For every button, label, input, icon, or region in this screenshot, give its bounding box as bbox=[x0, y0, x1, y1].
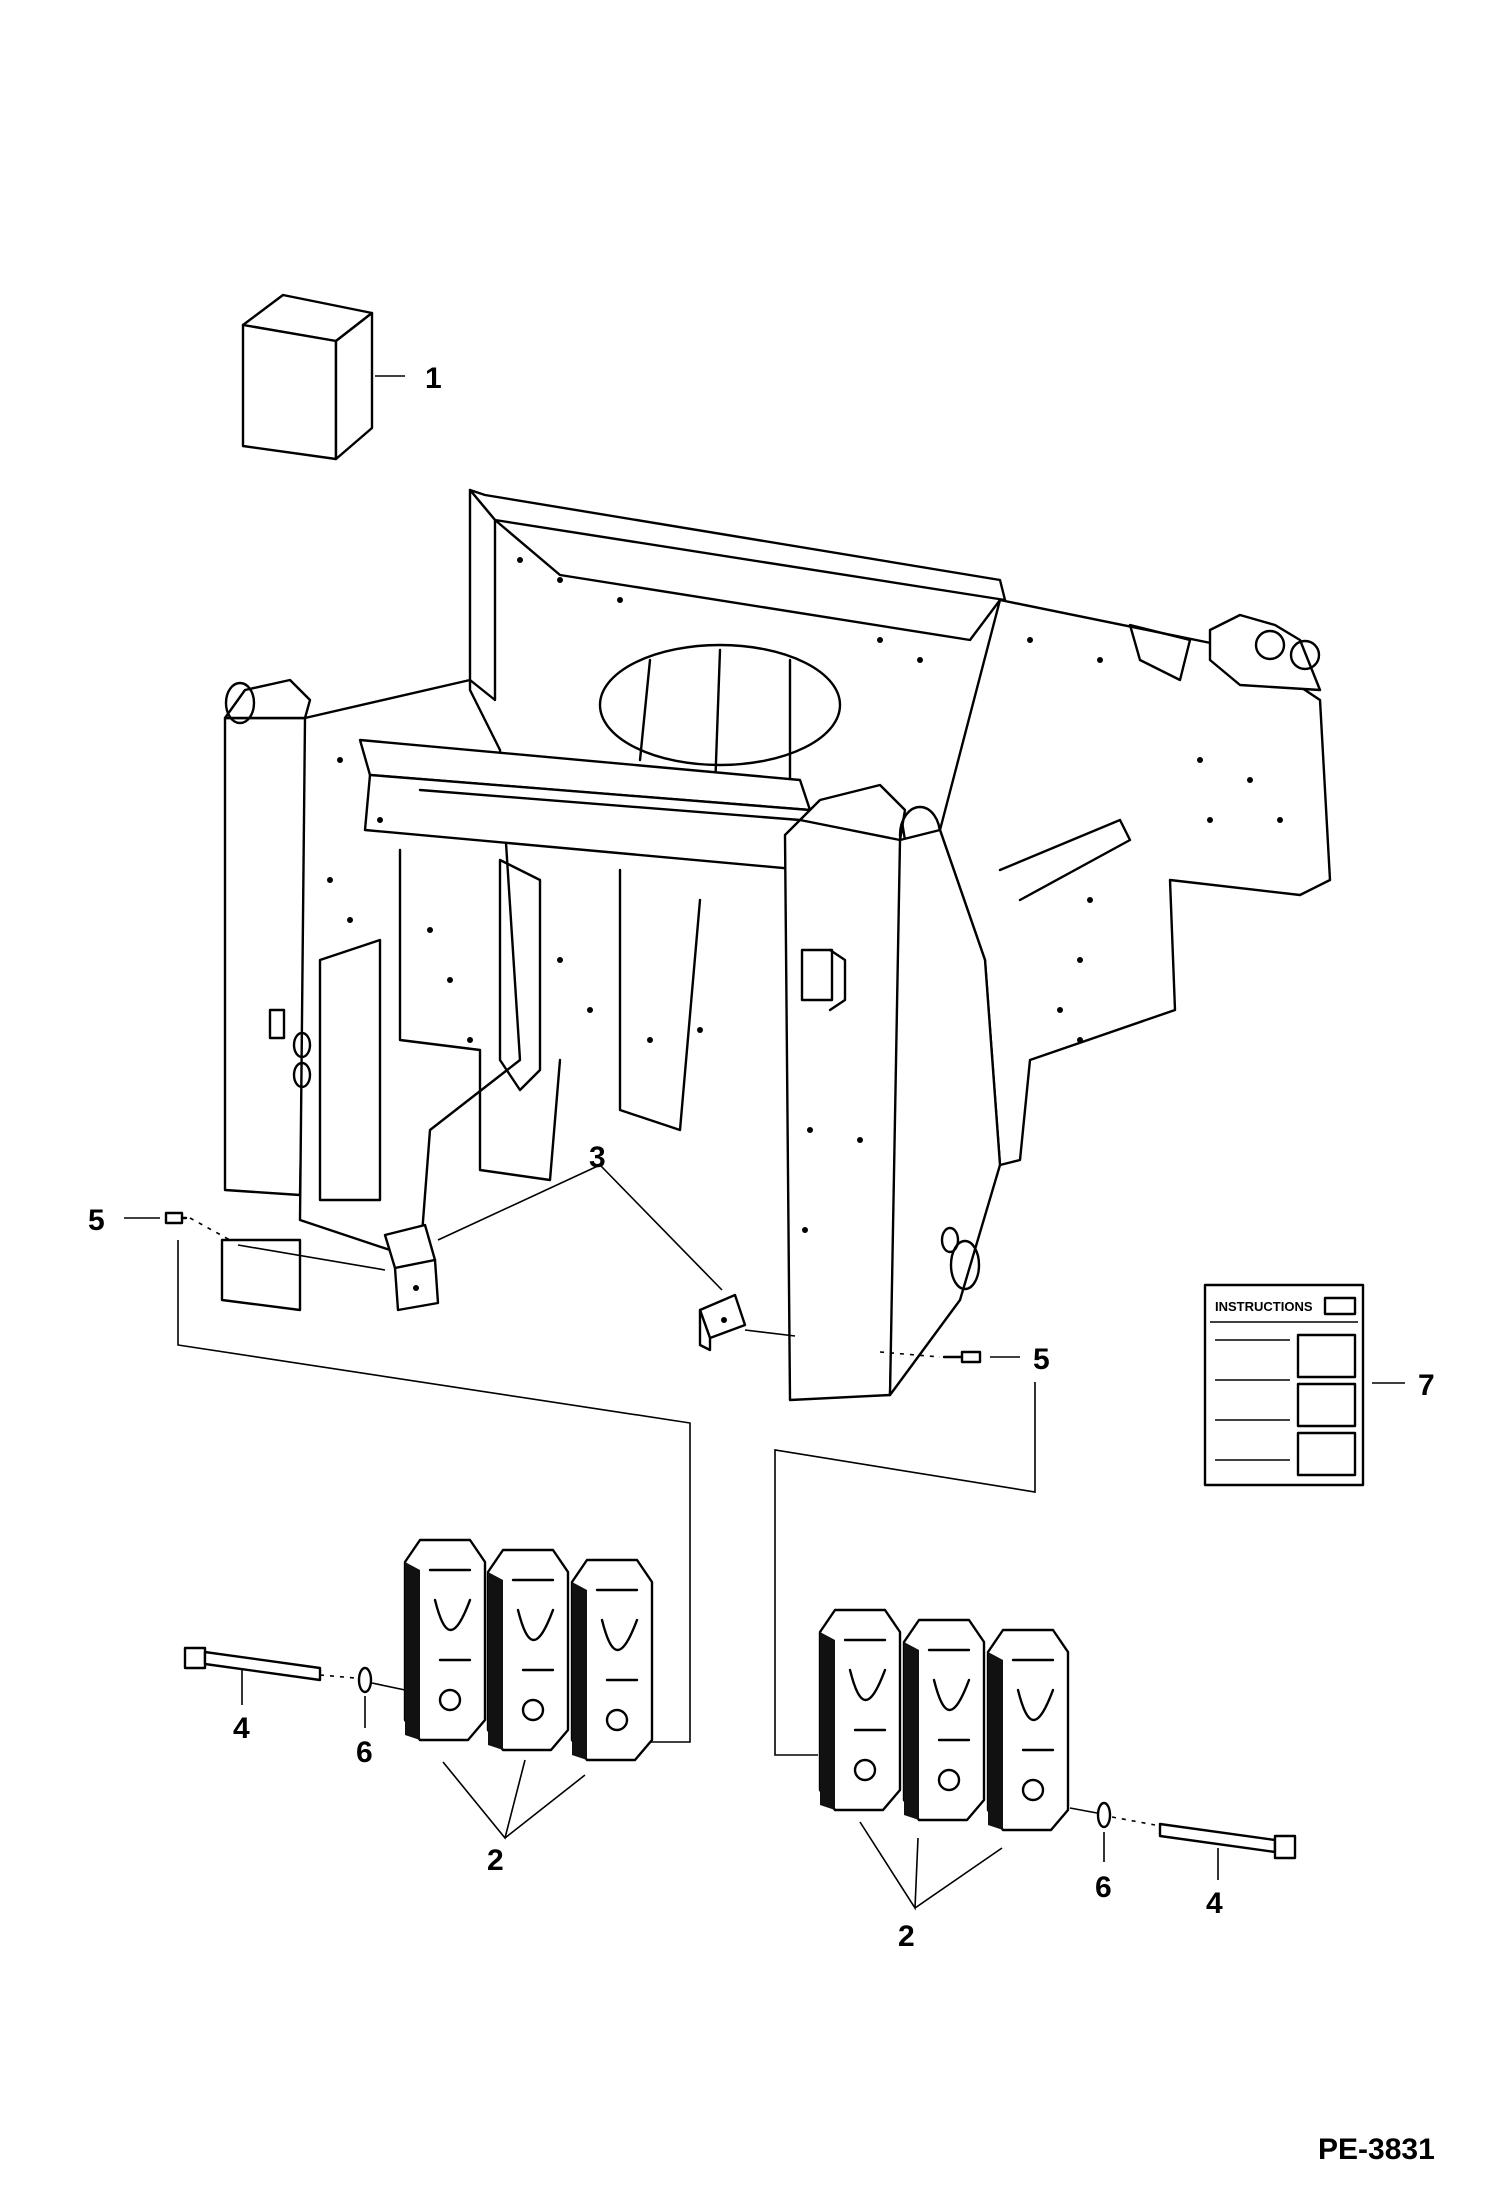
part-4-bolt-left bbox=[183, 1646, 322, 1682]
part-3-bracket-right bbox=[698, 1293, 747, 1352]
part-6-washer-left bbox=[357, 1666, 373, 1694]
part-4-bolt-right bbox=[1158, 1822, 1297, 1860]
part-7-instructions: INSTRUCTIONS bbox=[1203, 1283, 1365, 1487]
part-3-bracket-left bbox=[383, 1223, 440, 1312]
callout-1: 1 bbox=[425, 362, 442, 395]
callout-6-left: 6 bbox=[356, 1736, 373, 1769]
callout-3: 3 bbox=[589, 1141, 606, 1174]
machine-frame bbox=[220, 488, 1332, 1402]
callout-2-left: 2 bbox=[487, 1844, 504, 1877]
leader-line-3 bbox=[437, 1164, 723, 1291]
part-2-weights-right bbox=[818, 1608, 1070, 1832]
instructions-label: INSTRUCTIONS bbox=[1215, 1299, 1313, 1314]
axis-line-6-left bbox=[371, 1682, 406, 1691]
axis-line-right bbox=[744, 1329, 796, 1337]
weight-left-1 bbox=[403, 1538, 487, 1742]
assembly-guide-right bbox=[774, 1382, 1036, 1756]
leader-line-2-right bbox=[859, 1821, 1003, 1911]
frame-holes bbox=[327, 557, 1283, 1233]
weight-right-3 bbox=[986, 1628, 1070, 1832]
callout-5-left: 5 bbox=[88, 1204, 105, 1237]
callout-7: 7 bbox=[1418, 1369, 1435, 1402]
part-5-screw-left bbox=[164, 1211, 188, 1225]
assembly-line-5-right bbox=[879, 1351, 941, 1358]
part-6-washer-right bbox=[1096, 1801, 1112, 1829]
part-5-screw-right bbox=[942, 1350, 982, 1364]
leader-line-2-left bbox=[442, 1759, 586, 1840]
axis-line-6-right bbox=[1069, 1807, 1098, 1814]
figure-id: PE-3831 bbox=[1318, 2133, 1435, 2166]
callout-6-right: 6 bbox=[1095, 1871, 1112, 1904]
part-2-weights-left bbox=[403, 1538, 654, 1762]
part-1-box bbox=[241, 293, 374, 461]
callout-2-right: 2 bbox=[898, 1920, 915, 1953]
assembly-guide-left bbox=[177, 1240, 691, 1743]
weight-right-2 bbox=[902, 1618, 986, 1822]
weight-left-3 bbox=[570, 1558, 654, 1762]
assembly-line-5-left bbox=[189, 1217, 231, 1241]
axis-line-left bbox=[237, 1244, 386, 1271]
callout-5-right: 5 bbox=[1033, 1343, 1050, 1376]
assembly-line-6-right bbox=[1111, 1816, 1156, 1826]
callout-4-right: 4 bbox=[1206, 1887, 1223, 1920]
assembly-line-6-left bbox=[319, 1674, 356, 1679]
weight-left-2 bbox=[486, 1548, 570, 1752]
weight-right-1 bbox=[818, 1608, 902, 1812]
callout-4-left: 4 bbox=[233, 1712, 250, 1745]
